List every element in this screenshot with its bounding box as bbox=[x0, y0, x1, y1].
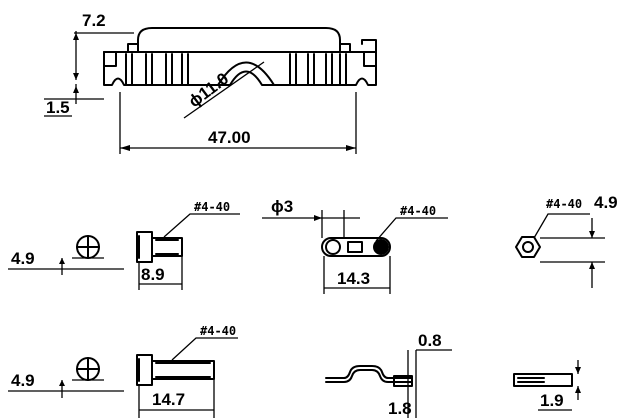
dim-top-offset: 1.5 bbox=[46, 98, 70, 117]
label-r2-slot-thread: #4-40 bbox=[400, 204, 436, 218]
dim-r3-clip-thick: 0.8 bbox=[418, 331, 442, 350]
dim-top-height: 7.2 bbox=[82, 11, 106, 30]
screw-side-1: 8.9 #4-40 bbox=[136, 200, 240, 290]
dim-r2-hole: ϕ3 bbox=[271, 197, 293, 216]
dim-r3-screw-len: 14.7 bbox=[152, 390, 185, 409]
dim-top-length: 47.00 bbox=[208, 128, 251, 147]
screw-head-front-2: 4.9 bbox=[8, 357, 124, 398]
dim-r3-left-height: 4.9 bbox=[11, 371, 35, 390]
screw-head-front-1: 4.9 bbox=[8, 235, 124, 275]
dim-r2-slot-len: 14.3 bbox=[337, 269, 370, 288]
screw-side-2: 14.7 #4-40 bbox=[136, 324, 238, 418]
label-r2-nut-thread: #4-40 bbox=[546, 197, 582, 211]
dim-r2-nut-height: 4.9 bbox=[594, 193, 618, 212]
dim-r3-small-height: 1.9 bbox=[540, 391, 564, 410]
hex-nut: #4-40 4.9 bbox=[515, 193, 618, 288]
top-bracket-view: 7.2 1.5 ϕ11.0 47.00 bbox=[44, 11, 377, 154]
small-tab: 1.9 bbox=[513, 360, 581, 411]
dim-r2-left-height: 4.9 bbox=[11, 249, 35, 268]
spring-clip: 0.8 1.8 bbox=[325, 331, 452, 418]
dim-r3-clip-height: 1.8 bbox=[388, 399, 412, 418]
dim-r2-screw-len: 8.9 bbox=[141, 265, 165, 284]
dim-top-hole: ϕ11.0 bbox=[185, 69, 232, 111]
label-r2-screw-thread: #4-40 bbox=[194, 200, 230, 214]
label-r3-screw-thread: #4-40 bbox=[200, 324, 236, 338]
slotted-part: ϕ3 14.3 #4-40 bbox=[262, 197, 448, 294]
